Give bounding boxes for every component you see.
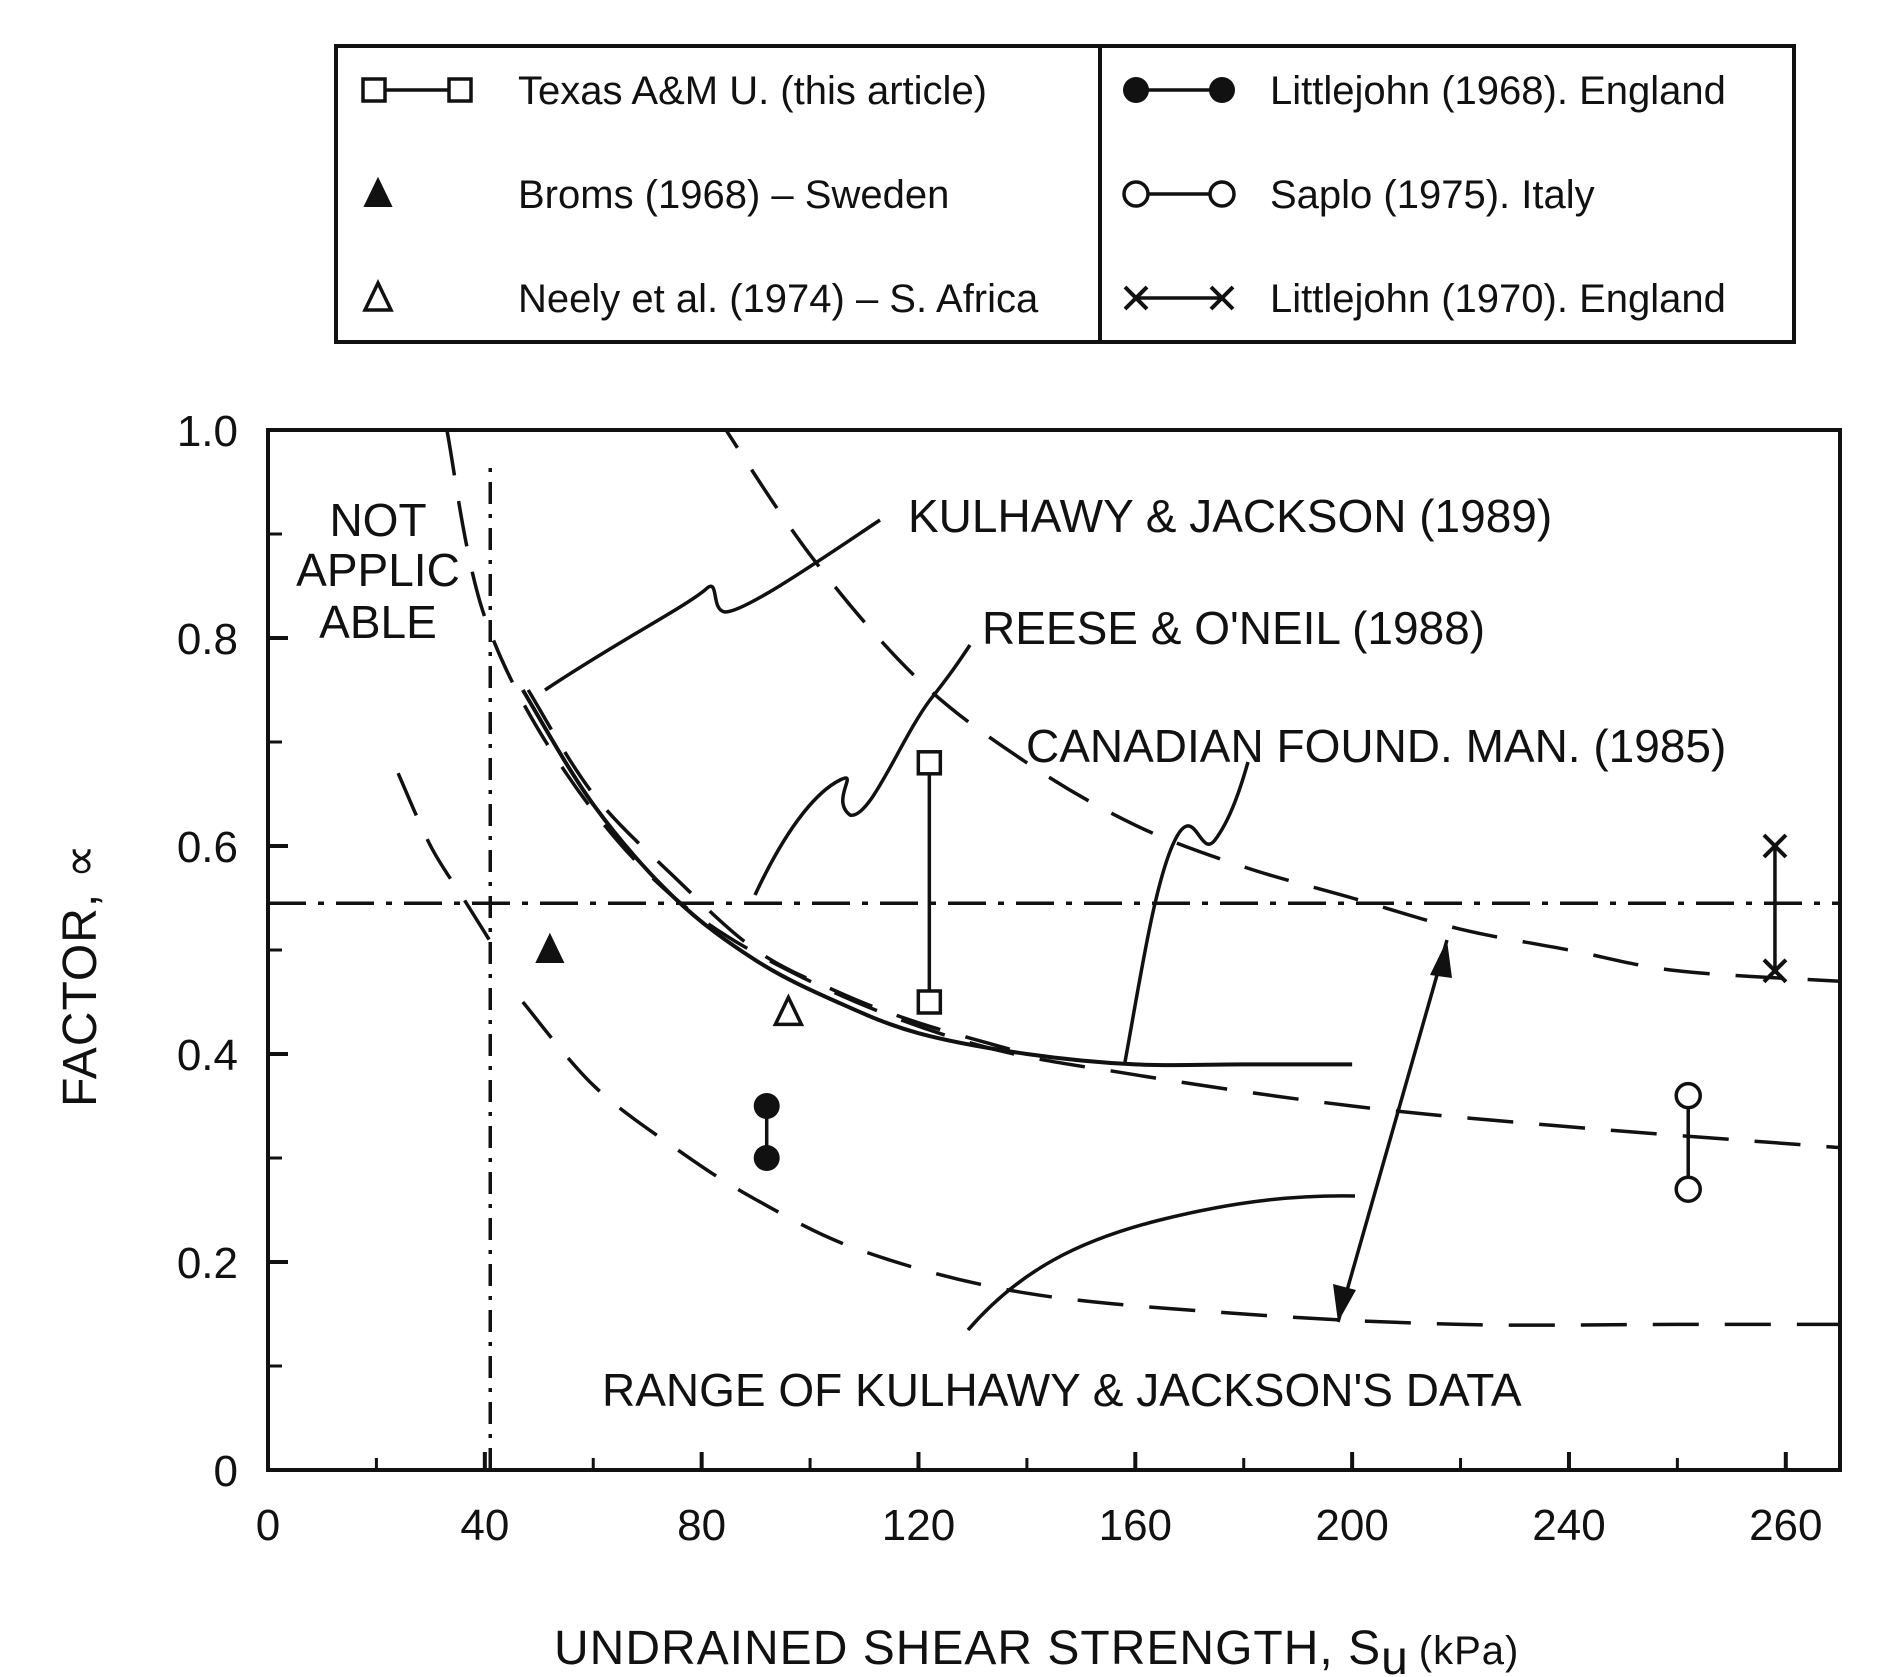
data-point [1674,1081,1702,1110]
legend-label-broms: Broms (1968) – Sweden [518,173,949,217]
legend-label-littlejohn-1970: Littlejohn (1970). England [1270,277,1726,321]
legend-key-marker [361,77,387,103]
x-axis-title-unit: (kPa) [1419,1629,1520,1673]
y-axis-title: FACTOR, ∝ [54,843,107,1107]
curve-range-lower-left [396,772,498,951]
y-tick-label: 0.2 [177,1239,238,1288]
x-tick-label: 240 [1532,1501,1605,1550]
curve-range-lower [521,1000,1840,1327]
legend-key-marker [1209,285,1235,311]
leader-line [1123,761,1250,1063]
curve-canadian-found-man-1985 [723,430,1840,983]
legend-key-marker [1122,180,1150,208]
legend-key-marker [1123,77,1149,103]
annotation-able: ABLE [319,596,437,648]
legend-label-saplo: Saplo (1975). Italy [1270,173,1595,217]
x-axis-title-sub: u [1381,1632,1409,1677]
legend-frame [334,44,1796,344]
y-tick-label: 0.8 [177,615,238,664]
curve-reese-oneil-1988 [526,689,1028,1056]
data-point [916,750,943,776]
y-tick-label: 0 [214,1447,238,1496]
x-axis-title-main: UNDRAINED SHEAR STRENGTH, S [554,1622,1381,1675]
data-points [535,750,1788,1203]
data-point [753,1093,780,1119]
data-point [916,989,943,1015]
x-axis-title: UNDRAINED SHEAR STRENGTH, Su(kPa) [554,1622,1519,1677]
annotation-reese: REESE & O'NEIL (1988) [982,602,1485,654]
data-point [1762,958,1788,984]
annotation-range: RANGE OF KULHAWY & JACKSON'S DATA [602,1364,1522,1416]
data-point [1762,833,1788,859]
legend-key-marker [1208,180,1236,208]
range-arrow-head-bottom [1333,1284,1356,1322]
annotation-canadian: CANADIAN FOUND. MAN. (1985) [1026,720,1726,772]
legend-key-marker [447,77,473,103]
y-tick-label: 0.6 [177,823,238,872]
y-tick-label: 0.4 [177,1031,238,1080]
range-arrow-head-top [1430,940,1452,978]
legend-label-littlejohn-1968: Littlejohn (1968). England [1270,69,1726,113]
legend-label-neely: Neely et al. (1974) – S. Africa [518,277,1039,321]
plot-frame [266,428,1842,1472]
annotation-kulhawy: KULHAWY & JACKSON (1989) [908,490,1552,542]
range-arrow-shaft [1336,939,1449,1323]
data-point [1674,1175,1702,1203]
legend-key-marker [1123,285,1149,311]
x-marker-stroke [1123,285,1149,311]
x-tick-label: 0 [256,1501,280,1550]
legend-key-marker [363,176,393,207]
x-marker-stroke [1209,285,1235,311]
x-tick-label: 80 [677,1501,726,1550]
y-tick-label: 1.0 [177,407,238,456]
legend-label-texas: Texas A&M U. (this article) [518,69,987,113]
leader-lines [544,518,1452,1332]
axis-ticks: 0 40 80 120 160 200 240 260 0 0.2 0.4 0.6 0.8 1.0 [177,407,1823,1550]
x-tick-label: 160 [1099,1501,1172,1550]
x-tick-label: 200 [1315,1501,1388,1550]
leader-line [544,518,881,692]
x-tick-label: 120 [882,1501,955,1550]
annotation-applic: APPLIC [296,544,460,596]
data-point [772,993,805,1027]
x-marker-stroke [1762,958,1788,984]
curve-kulhawy-jackson-1989 [521,688,1353,1068]
annotation-not: NOT [329,494,426,546]
legend-key-marker [362,278,394,312]
legend: Texas A&M U. (this article) Broms (1968)… [334,44,1796,344]
curve-range-upper [445,430,1840,1150]
x-marker-stroke [1762,833,1788,859]
leader-line [966,1194,1356,1332]
data-point [535,932,565,963]
legend-key-marker [1209,77,1235,103]
x-tick-label: 40 [460,1501,509,1550]
data-point [753,1145,780,1171]
curves [268,430,1840,1470]
leader-line [753,644,972,896]
x-tick-label: 260 [1749,1501,1822,1550]
